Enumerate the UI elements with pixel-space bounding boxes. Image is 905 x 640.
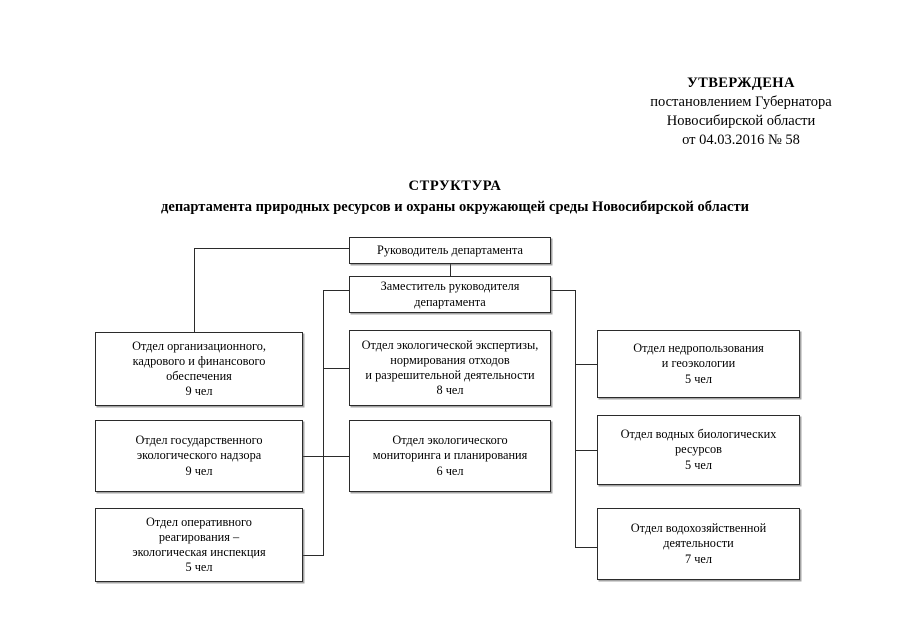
node-label: Руководитель департамента	[376, 242, 523, 257]
node-organizational-hr-finance-dept[interactable]: Отдел организационного, кадрового и фина…	[95, 332, 303, 406]
node-rapid-response-ecological-inspection-dept[interactable]: Отдел оперативного реагирования – эколог…	[95, 508, 303, 582]
connector-spine-to-right2	[575, 450, 598, 451]
node-ecological-expertise-dept[interactable]: Отдел экологической экспертизы, нормиров…	[349, 330, 551, 406]
connector-spine-to-mid1	[323, 368, 350, 369]
approval-note: УТВЕРЖДЕНА постановлением Губернатора Но…	[600, 74, 882, 150]
node-state-ecological-supervision-dept[interactable]: Отдел государственного экологического на…	[95, 420, 303, 492]
page-title: СТРУКТУРА департамента природных ресурсо…	[60, 176, 850, 218]
node-deputy-head[interactable]: Заместитель руководителя департамента	[349, 276, 551, 313]
node-label: Отдел водохозяйственной деятельности 7 ч…	[630, 521, 767, 566]
node-label: Заместитель руководителя департамента	[380, 279, 520, 309]
node-label: Отдел экологического мониторинга и плани…	[372, 433, 528, 478]
approval-line-2: постановлением Губернатора	[650, 94, 832, 110]
node-label: Отдел государственного экологического на…	[135, 433, 263, 478]
connector-head-to-deputy	[450, 264, 451, 277]
connector-spine-to-right3	[575, 547, 598, 548]
connector-deputy-left-stub	[323, 290, 350, 291]
node-subsoil-use-geoecology-dept[interactable]: Отдел недропользования и геоэкологии 5 ч…	[597, 330, 800, 398]
node-aquatic-biological-resources-dept[interactable]: Отдел водных биологических ресурсов 5 че…	[597, 415, 800, 485]
page-title-main: СТРУКТУРА	[408, 178, 502, 194]
node-label: Отдел организационного, кадрового и фина…	[132, 338, 266, 399]
approval-line-4: от 04.03.2016 № 58	[682, 132, 800, 148]
connector-right-spine	[575, 290, 576, 548]
node-label: Отдел водных биологических ресурсов 5 че…	[620, 427, 777, 472]
node-label: Отдел недропользования и геоэкологии 5 ч…	[633, 341, 764, 386]
connector-spine-to-mid2	[323, 456, 350, 457]
page-title-sub: департамента природных ресурсов и охраны…	[161, 199, 749, 215]
node-head-of-department[interactable]: Руководитель департамента	[349, 237, 551, 264]
connector-left-spine	[323, 290, 324, 556]
approval-line-3: Новосибирской области	[666, 113, 816, 129]
connector-deputy-right-stub	[551, 290, 576, 291]
connector-head-to-left1	[194, 248, 195, 332]
approval-line-1: УТВЕРЖДЕНА	[687, 75, 795, 91]
node-label: Отдел оперативного реагирования – эколог…	[132, 514, 266, 575]
node-ecological-monitoring-planning-dept[interactable]: Отдел экологического мониторинга и плани…	[349, 420, 551, 492]
node-water-management-dept[interactable]: Отдел водохозяйственной деятельности 7 ч…	[597, 508, 800, 580]
node-label: Отдел экологической экспертизы, нормиров…	[361, 337, 539, 398]
connector-spine-to-right1	[575, 364, 598, 365]
connector-head-left-stub	[194, 248, 350, 249]
connector-spine-to-left2	[303, 456, 324, 457]
connector-spine-to-left3	[303, 555, 324, 556]
